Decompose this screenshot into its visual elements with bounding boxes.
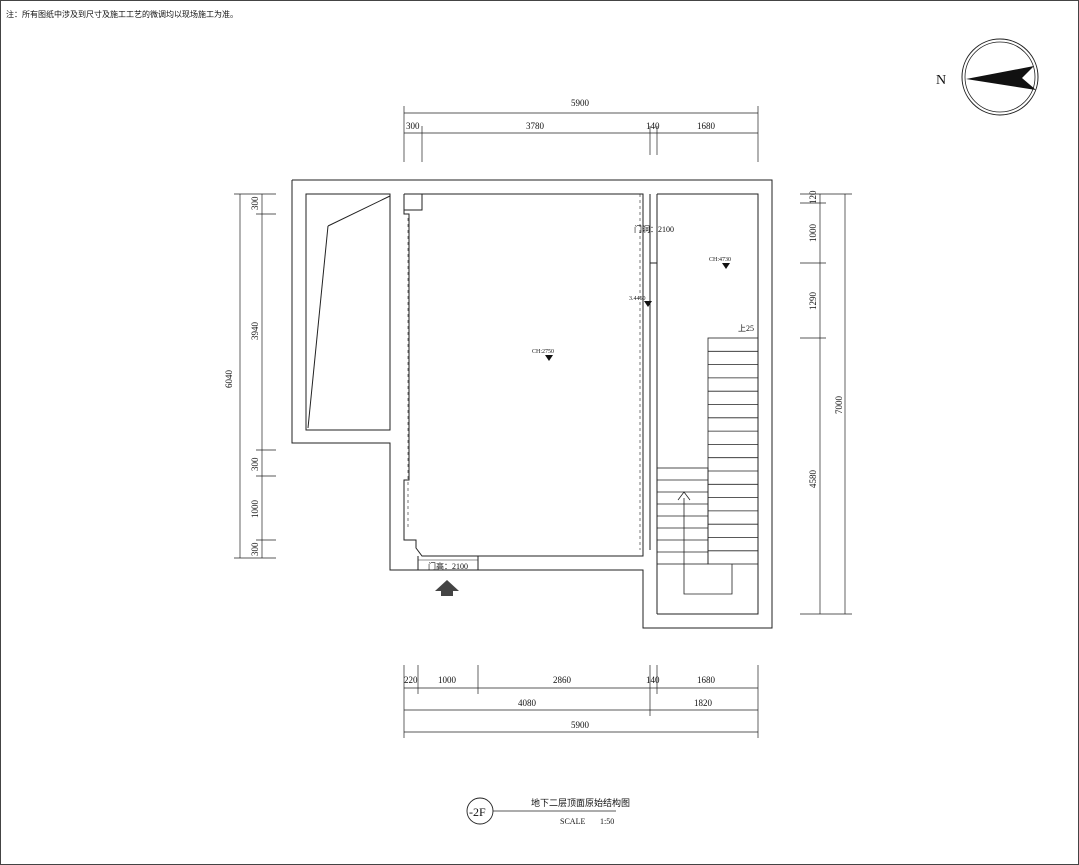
- dim-bottom-total: 5900: [571, 720, 590, 730]
- dim-bottom-mid: 1820: [694, 698, 713, 708]
- north-arrow-icon: [961, 38, 1039, 116]
- ceiling-height-stair: CH:4730: [709, 257, 731, 263]
- dim-bottom-part: 1000: [438, 675, 457, 685]
- dim-right-part: 120: [808, 190, 818, 204]
- dim-bottom-part: 2860: [553, 675, 572, 685]
- dim-top-total: 5900: [571, 98, 590, 108]
- floor-code: -2F: [469, 805, 486, 819]
- door-height-side: 门洞：2100: [634, 224, 674, 234]
- dim-right-part: 1000: [808, 224, 818, 243]
- dim-right-part: 1290: [808, 292, 818, 311]
- drawing-title: 地下二层顶面原始结构图: [531, 797, 630, 808]
- dim-bottom-part: 1680: [697, 675, 716, 685]
- level-mark: 3.4460: [629, 296, 646, 302]
- dim-left-part: 300: [250, 457, 260, 471]
- dim-left-total: 6040: [224, 370, 234, 389]
- dim-top-part: 140: [646, 121, 660, 131]
- staircase: [656, 337, 759, 595]
- stair-up-label: 上25: [738, 324, 754, 333]
- scale-value: 1:50: [600, 817, 614, 826]
- dim-bottom-part: 140: [646, 675, 660, 685]
- dim-left-part: 300: [250, 542, 260, 556]
- ceiling-height-main: CH:2750: [532, 349, 554, 355]
- dim-bottom-mid: 4080: [518, 698, 537, 708]
- general-note: 注：所有图纸中涉及到尺寸及施工工艺的微调均以现场施工为准。: [6, 10, 238, 19]
- dim-right-part: 4580: [808, 470, 818, 489]
- dim-top-part: 300: [406, 121, 420, 131]
- scale-label: SCALE: [560, 817, 585, 826]
- north-label: N: [936, 73, 946, 88]
- dim-right-total: 7000: [834, 396, 844, 415]
- dim-top-part: 3780: [526, 121, 545, 131]
- ceiling-mark-main-icon: [545, 355, 553, 361]
- dim-left-part: 3940: [250, 322, 260, 341]
- dim-left-part: 1000: [250, 500, 260, 519]
- door-height-main: 门高：2100: [428, 561, 468, 571]
- dim-left-part: 300: [250, 196, 260, 210]
- title-block: [466, 797, 616, 825]
- dim-top-part: 1680: [697, 121, 716, 131]
- wall-outline: [291, 179, 773, 629]
- dimension-lines: [234, 106, 852, 738]
- dim-bottom-part: 220: [404, 675, 418, 685]
- entry-arrow-icon: [435, 580, 459, 596]
- level-mark-icon: [644, 301, 652, 307]
- ceiling-mark-stair-icon: [722, 263, 730, 269]
